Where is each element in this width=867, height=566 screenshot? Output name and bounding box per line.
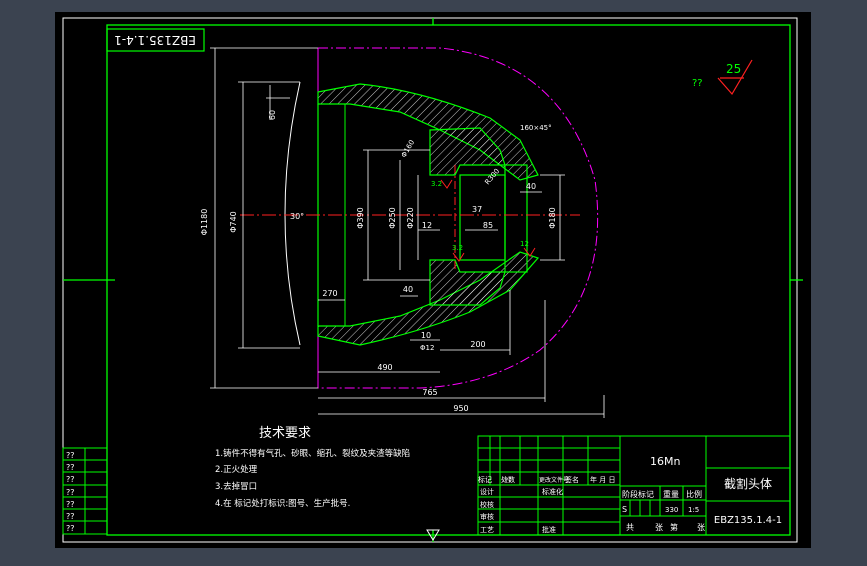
tb-page-label: 第 bbox=[670, 522, 678, 532]
tech-item: 4.在 标记处打标识:图号、生产批号. bbox=[215, 498, 350, 509]
tb-weight-value: 330 bbox=[665, 506, 678, 514]
orientation-arrow bbox=[426, 529, 440, 541]
roughness-mark: 3.2 bbox=[452, 244, 463, 252]
tb-stage-label: 阶段标记 bbox=[622, 489, 654, 499]
tb-sheet-label: 张 bbox=[655, 523, 663, 532]
dim-200: 200 bbox=[470, 340, 485, 349]
tb-scale-label: 比例 bbox=[686, 489, 702, 499]
roughness-symbol: 25 ?? bbox=[692, 59, 753, 96]
left-strip-cell: ?? bbox=[66, 488, 75, 497]
code-box: EBZ135.1.4-1 bbox=[106, 28, 205, 52]
roughness-prefix: ?? bbox=[692, 78, 703, 89]
tb-material: 16Mn bbox=[650, 455, 680, 468]
code-box-text: EBZ135.1.4-1 bbox=[114, 33, 196, 47]
hub-bore bbox=[459, 174, 506, 261]
dim-490: 490 bbox=[377, 363, 392, 372]
tech-requirements: 技术要求 1.铸件不得有气孔、砂眼、缩孔、裂纹及夹渣等缺陷 2.正火处理 3.去… bbox=[215, 426, 410, 509]
tb-total-label: 共 bbox=[626, 523, 634, 532]
dim-d1180: Φ1180 bbox=[200, 209, 209, 236]
tech-item: 3.去掉冒口 bbox=[215, 481, 257, 492]
roughness-value: 25 bbox=[726, 62, 741, 76]
vertical-dimensions bbox=[210, 47, 565, 389]
dim-40-lower: 40 bbox=[403, 285, 413, 294]
tech-item: 1.铸件不得有气孔、砂眼、缩孔、裂纹及夹渣等缺陷 bbox=[215, 448, 410, 459]
tb-placeholder: ?? bbox=[505, 477, 511, 484]
tb-sign-label: 校核 bbox=[480, 500, 494, 509]
tb-label: 更改文件号 bbox=[539, 476, 569, 484]
left-strip-cell: ?? bbox=[66, 475, 75, 484]
dim-10: 10 bbox=[421, 331, 431, 340]
left-strip-cell: ?? bbox=[66, 463, 75, 472]
hub-upper bbox=[429, 127, 506, 176]
horizontal-dimensions bbox=[266, 85, 605, 418]
phantom-outline bbox=[318, 47, 599, 389]
tb-std-label: 标准化 bbox=[542, 487, 563, 496]
tb-label: 签名 bbox=[565, 475, 579, 484]
tb-approve-label: 批准 bbox=[542, 525, 556, 534]
dim-d12: Φ12 bbox=[420, 344, 434, 352]
title-block bbox=[477, 435, 791, 536]
tb-scale-value: 1:5 bbox=[688, 506, 699, 514]
left-strip-table: ?? ?? ?? ?? ?? ?? ?? bbox=[62, 447, 108, 535]
roughness-tick bbox=[440, 179, 453, 189]
tb-sign-label: 工艺 bbox=[480, 526, 494, 534]
dim-d180: Φ180 bbox=[548, 207, 557, 229]
tb-drawing-number: EBZ135.1.4-1 bbox=[714, 515, 782, 526]
tb-part-name: 截割头体 bbox=[724, 476, 772, 491]
dim-765: 765 bbox=[422, 388, 437, 397]
tech-heading: 技术要求 bbox=[259, 426, 311, 441]
dim-d390: Φ390 bbox=[356, 207, 365, 229]
left-strip-cell: ?? bbox=[66, 451, 75, 460]
left-strip-cell: ?? bbox=[66, 524, 75, 533]
dim-270: 270 bbox=[322, 289, 337, 298]
dim-950: 950 bbox=[453, 404, 468, 413]
roughness-mark: 12 bbox=[520, 240, 529, 248]
tb-sign-label: 设计 bbox=[480, 487, 494, 496]
dim-60: 60 bbox=[268, 110, 277, 120]
roughness-mark: 3.2 bbox=[431, 180, 442, 188]
tb-label: 处数 bbox=[501, 475, 515, 484]
dim-12: 12 bbox=[422, 221, 432, 230]
dim-d250: Φ250 bbox=[388, 207, 397, 229]
roughness-tick bbox=[523, 247, 536, 257]
tb-label: 年 月 日 bbox=[590, 475, 615, 484]
dim-d740: Φ740 bbox=[229, 211, 238, 233]
left-strip-cell: ?? bbox=[66, 512, 75, 521]
tb-stage-mark: S bbox=[622, 505, 627, 514]
dim-angle: 30° bbox=[290, 212, 304, 221]
dim-40-upper: 40 bbox=[526, 182, 536, 191]
tb-weight-label: 重量 bbox=[663, 489, 679, 499]
dim-chamfer: 160×45° bbox=[520, 124, 552, 132]
dim-37: 37 bbox=[472, 205, 482, 214]
tb-sign-label: 审核 bbox=[480, 512, 494, 521]
roughness-tick bbox=[452, 252, 465, 262]
tb-page-sheet-label: 张 bbox=[697, 523, 705, 532]
dim-d220: Φ220 bbox=[406, 207, 415, 229]
dim-85: 85 bbox=[483, 221, 493, 230]
cone-arc bbox=[284, 81, 301, 346]
hub-lower bbox=[429, 259, 506, 306]
tech-item: 2.正火处理 bbox=[215, 464, 258, 475]
left-strip-cell: ?? bbox=[66, 500, 75, 509]
tb-label: 标记 bbox=[478, 475, 492, 484]
